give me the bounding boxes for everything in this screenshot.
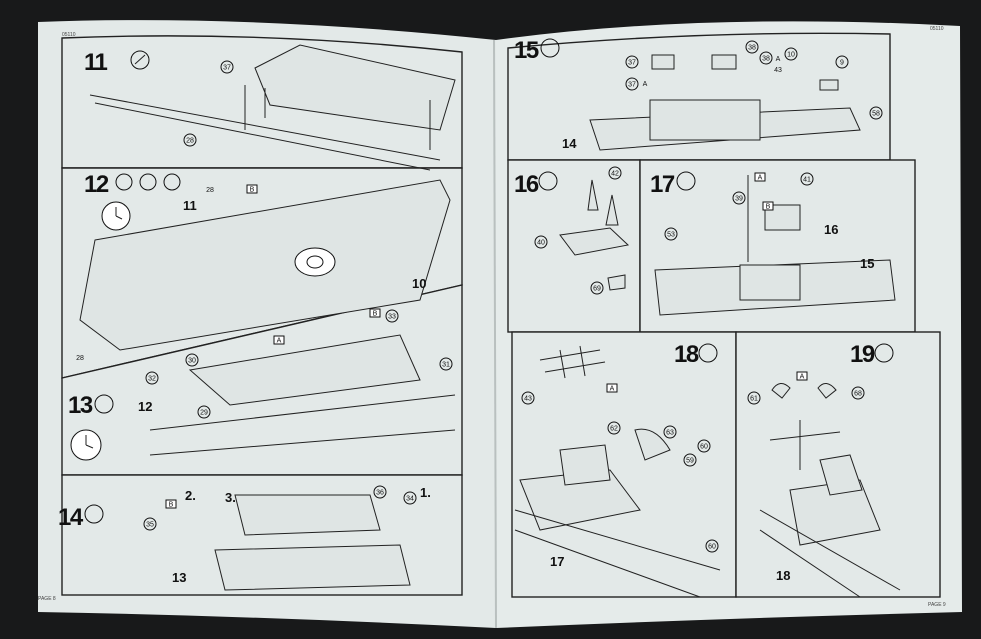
step-number: 15: [514, 37, 539, 64]
step-number: 12: [84, 171, 109, 198]
glue-icon: [874, 343, 894, 363]
step-number: 14: [58, 504, 84, 531]
step-15: 15 37 37 38 38 10 43 9 58 14 A A: [514, 37, 883, 151]
paint-icon: [163, 173, 181, 191]
callout: 14: [562, 136, 577, 151]
callout: 10: [412, 276, 426, 291]
callout: B: [766, 204, 771, 211]
callout: 18: [776, 568, 790, 583]
callout: 60: [708, 544, 716, 551]
callout: 12: [138, 399, 152, 414]
callout: 11: [183, 198, 197, 213]
callout: A: [643, 81, 648, 88]
step-14: 14 2. 3. 1. 36 34 35 13 B: [58, 485, 431, 591]
callout: 9: [840, 60, 844, 67]
step-number: 16: [514, 171, 539, 198]
callout: 41: [803, 177, 811, 184]
callout: 37: [628, 82, 636, 89]
callout: 15: [860, 256, 874, 271]
callout: 38: [748, 45, 756, 52]
callout: 61: [750, 396, 758, 403]
callout: 28: [76, 355, 84, 362]
callout: 53: [667, 232, 675, 239]
paint-icon: [139, 173, 157, 191]
callout: 43: [524, 396, 532, 403]
step-18-panel: [511, 331, 737, 598]
hull-section: [214, 544, 411, 591]
callout: 69: [593, 286, 601, 293]
callout: A: [800, 374, 805, 381]
callout: B: [373, 311, 378, 318]
glue-icon: [538, 171, 558, 191]
hull-part: [79, 179, 451, 351]
callout: 40: [537, 240, 545, 247]
glue-icon: [130, 50, 150, 70]
callout: 32: [148, 376, 156, 383]
callout: B: [250, 187, 255, 194]
callout: 68: [854, 391, 862, 398]
step-19: 19 61 68 18 A: [747, 341, 901, 598]
step-number: 19: [850, 341, 875, 368]
callout: 28: [186, 138, 194, 145]
step-number: 11: [84, 49, 108, 76]
step-17: 17 39 41 53 16 15 A B: [650, 171, 896, 316]
callout: 3.: [225, 490, 236, 505]
callout: 17: [550, 554, 564, 569]
callout: 59: [686, 458, 694, 465]
superstructure-part: [234, 494, 381, 536]
glue-icon: [115, 173, 133, 191]
step-number: 17: [650, 171, 675, 198]
callout: 60: [700, 444, 708, 451]
callout: A: [610, 386, 615, 393]
callout: A: [758, 175, 763, 182]
callout: 58: [872, 111, 880, 118]
glue-icon: [94, 394, 114, 414]
part-40: [559, 227, 630, 256]
callout: 13: [172, 570, 186, 585]
glue-icon: [676, 171, 696, 191]
callout: 31: [442, 362, 450, 369]
callout: 37: [628, 60, 636, 67]
callout: 39: [735, 196, 743, 203]
callout: 34: [406, 496, 414, 503]
step-16: 16 42 40 69: [514, 166, 630, 295]
callout: B: [169, 502, 174, 509]
kit-code-left: 05110: [62, 32, 76, 38]
deck-part-37: [254, 44, 456, 131]
callout: 16: [824, 222, 838, 237]
superstructure-part-30: [188, 334, 421, 406]
step-12: 12 28 11 10 28 B: [76, 171, 451, 362]
callout: 30: [188, 358, 196, 365]
callout: A: [277, 338, 282, 345]
callout: 29: [200, 410, 208, 417]
callout: A: [776, 56, 781, 63]
step-11: 11 37 28: [84, 44, 456, 171]
callout: 42: [611, 171, 619, 178]
callout: 63: [666, 430, 674, 437]
step-18: 18 43 62 63 60 59 60 17 A: [514, 341, 721, 598]
callout: 1.: [420, 485, 431, 500]
callout: 43: [774, 67, 782, 74]
callout: 36: [376, 490, 384, 497]
glue-icon: [540, 38, 560, 58]
page-number-left: PAGE 8: [38, 596, 56, 602]
step-13: 13 33 30 31 32 29 12 A B: [68, 308, 456, 461]
callout: 38: [762, 56, 770, 63]
glue-icon: [698, 343, 718, 363]
callout: 10: [787, 52, 795, 59]
callout: 62: [610, 426, 618, 433]
step-number: 13: [68, 392, 93, 419]
callout: 37: [223, 65, 231, 72]
callout: 33: [388, 314, 396, 321]
callout: 28: [206, 187, 214, 194]
glue-icon: [84, 504, 104, 524]
page-number-right: PAGE 9: [928, 602, 946, 608]
kit-code-right: 05110: [930, 26, 944, 32]
callout: 35: [146, 522, 154, 529]
step-number: 18: [674, 341, 699, 368]
page-gutter: [493, 39, 497, 629]
callout: 2.: [185, 488, 196, 503]
